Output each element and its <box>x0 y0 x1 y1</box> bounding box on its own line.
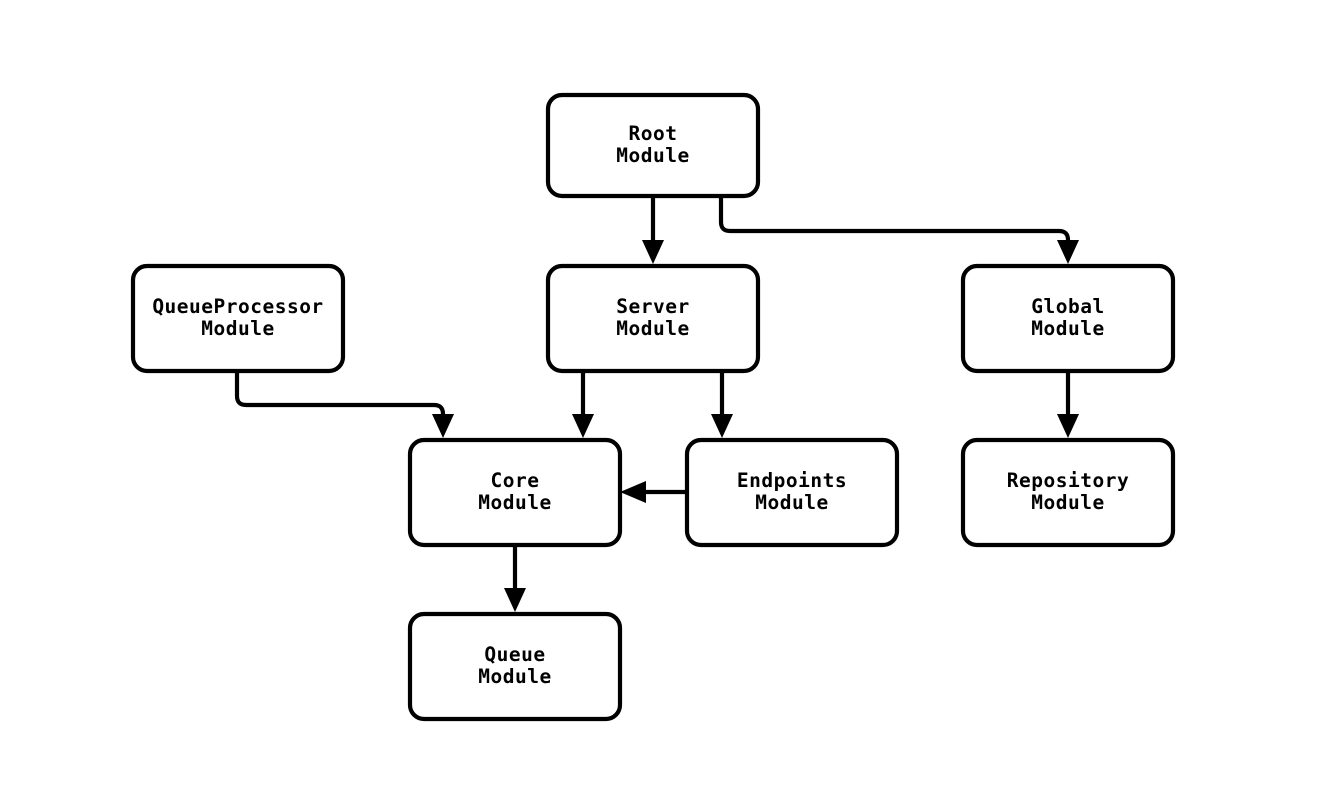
arrow-head-icon <box>432 414 454 438</box>
node-server-module[interactable]: Server Module <box>545 263 761 374</box>
node-label-line1: Core <box>491 469 540 492</box>
node-box[interactable] <box>545 92 761 199</box>
arrow-head-icon <box>1057 414 1079 438</box>
node-label-line2: Module <box>1031 491 1104 514</box>
node-label-line2: Module <box>616 144 689 167</box>
node-box[interactable] <box>407 611 623 722</box>
edge-server-to-endpoints <box>711 371 733 438</box>
arrow-head-icon <box>711 414 733 438</box>
node-label-line2: Module <box>755 491 828 514</box>
node-box[interactable] <box>684 437 900 548</box>
node-label-line1: Queue <box>484 643 545 666</box>
node-box[interactable] <box>130 263 346 374</box>
node-root-module[interactable]: Root Module <box>545 92 761 199</box>
node-label-line2: Module <box>1031 317 1104 340</box>
node-repository-module[interactable]: Repository Module <box>960 437 1176 548</box>
edges-layer <box>234 196 1079 612</box>
edge-root-to-global <box>718 196 1079 264</box>
arrow-head-icon <box>642 240 664 264</box>
node-label-line1: Root <box>629 122 678 145</box>
edge-core-to-queue <box>504 545 526 612</box>
node-label-line2: Module <box>201 317 274 340</box>
arrow-head-icon <box>620 481 646 503</box>
node-label-line1: Endpoints <box>737 469 847 492</box>
edge-server-to-core <box>572 371 594 438</box>
nodes-layer: Root Module QueueProcessor Module Server… <box>130 92 1176 722</box>
node-label-line1: Server <box>616 295 689 318</box>
edge-line <box>718 196 1071 246</box>
arrow-head-icon <box>504 588 526 612</box>
node-label-line1: QueueProcessor <box>152 295 323 318</box>
node-box[interactable] <box>960 263 1176 374</box>
edge-endpoints-to-core <box>620 481 687 503</box>
node-endpoints-module[interactable]: Endpoints Module <box>684 437 900 548</box>
node-queue-module[interactable]: Queue Module <box>407 611 623 722</box>
node-label-line2: Module <box>616 317 689 340</box>
node-global-module[interactable]: Global Module <box>960 263 1176 374</box>
node-box[interactable] <box>960 437 1176 548</box>
arrow-head-icon <box>1057 240 1079 264</box>
arrow-head-icon <box>572 414 594 438</box>
node-box[interactable] <box>545 263 761 374</box>
node-core-module[interactable]: Core Module <box>407 437 623 548</box>
node-label-line1: Repository <box>1007 469 1129 492</box>
node-box[interactable] <box>407 437 623 548</box>
node-label-line2: Module <box>478 491 551 514</box>
node-label-line1: Global <box>1031 295 1104 318</box>
node-label-line2: Module <box>478 665 551 688</box>
edge-global-to-repository <box>1057 371 1079 438</box>
node-queueprocessor-module[interactable]: QueueProcessor Module <box>130 263 346 374</box>
edge-queueprocessor-to-core <box>234 371 454 438</box>
edge-line <box>234 371 446 420</box>
edge-root-to-server <box>642 196 664 264</box>
